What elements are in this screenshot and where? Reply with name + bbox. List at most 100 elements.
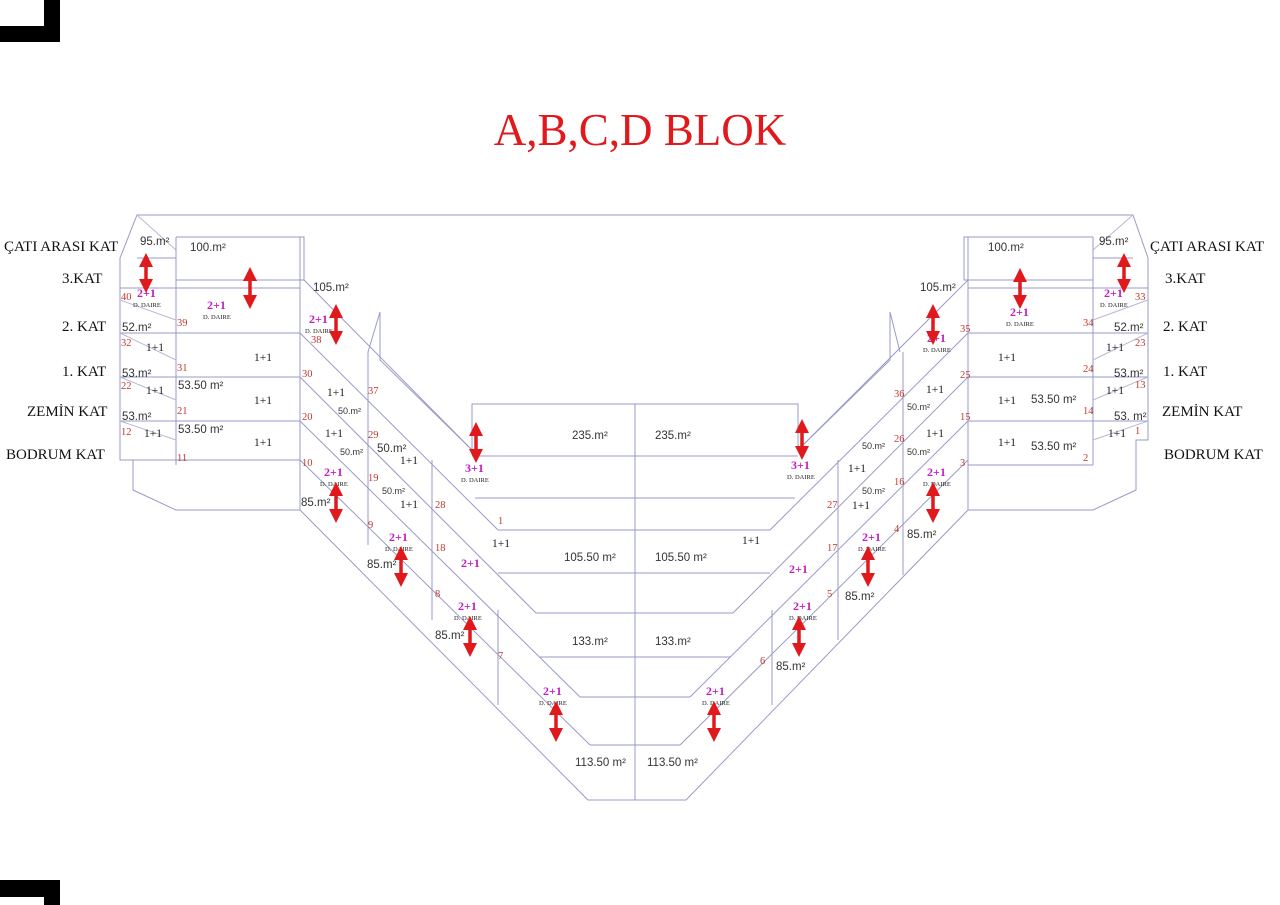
unit-type-duplex: 2+1: [461, 556, 480, 570]
unit-type-duplex: 3+1: [791, 458, 810, 472]
unit-number: 12: [121, 427, 132, 438]
unit-type-duplex: 2+1: [1010, 305, 1029, 319]
unit-number: 7: [498, 651, 503, 662]
duplex-tag: D. DAIRE: [1006, 321, 1034, 328]
unit-number: 33: [1135, 292, 1146, 303]
area-left-3-wing: 105.m²: [313, 282, 349, 294]
unit-11: 1+1: [325, 428, 343, 440]
unit-11: 1+1: [926, 428, 944, 440]
unit-type-duplex: 2+1: [927, 331, 946, 345]
page-title: A,B,C,D BLOK: [493, 105, 787, 155]
duplex-tag: D. DAIRE: [787, 474, 815, 481]
duplex-tag: D. DAIRE: [923, 481, 951, 488]
unit-11: 1+1: [998, 395, 1016, 407]
duplex-tag: D. DAIRE: [305, 328, 333, 335]
unit-number: 18: [435, 543, 446, 554]
area-left-1: 53.m²: [122, 368, 152, 380]
unit-11: 1+1: [1108, 428, 1126, 440]
unit-11: 1+1: [926, 384, 944, 396]
unit-number: 35: [960, 324, 971, 335]
unit-number: 16: [894, 477, 905, 488]
unit-number: 24: [1083, 364, 1094, 375]
unit-number: 23: [1135, 338, 1146, 349]
area-center-113-left: 113.50 m²: [575, 757, 626, 769]
area-left-1-mid: 53.50 m²: [178, 380, 224, 392]
area-center-235-right: 235.m²: [655, 430, 691, 442]
duplex-arrows: [139, 253, 1131, 742]
unit-number: 32: [121, 338, 132, 349]
area-right-2: 52.m²: [1114, 322, 1144, 334]
duplex-tag: D. DAIRE: [203, 314, 231, 321]
unit-11: 1+1: [998, 352, 1016, 364]
unit-number: 27: [827, 500, 838, 511]
unit-number: 19: [368, 473, 379, 484]
unit-type-duplex: 2+1: [389, 530, 408, 544]
unit-number: 5: [827, 589, 832, 600]
area-left-85-1: 85.m²: [301, 497, 331, 509]
unit-number: 11: [177, 453, 187, 464]
unit-number: 9: [368, 520, 373, 531]
unit-type-duplex: 3+1: [465, 461, 484, 475]
area-left-attic-2: 100.m²: [190, 242, 226, 254]
area-right-diag-3: 50.m²: [907, 447, 930, 457]
area-center-133-left: 133.m²: [572, 636, 608, 648]
floor-label-right-ground: ZEMİN KAT: [1162, 404, 1243, 420]
duplex-tag: D. DAIRE: [454, 615, 482, 622]
duplex-tag: D. DAIRE: [539, 700, 567, 707]
unit-type-duplex: 2+1: [137, 286, 156, 300]
unit-number: 29: [368, 430, 379, 441]
unit-number: 17: [827, 543, 838, 554]
unit-11: 1+1: [1106, 342, 1124, 354]
area-left-diag-4: 50.m²: [382, 486, 405, 496]
area-left-diag-3: 50.m²: [377, 443, 407, 455]
area-left-ground-mid: 53.50 m²: [178, 424, 224, 436]
unit-number: 8: [435, 589, 440, 600]
unit-number: 39: [177, 318, 188, 329]
unit-11: 1+1: [492, 538, 510, 550]
area-right-diag-4: 50.m²: [862, 486, 885, 496]
unit-number: 25: [960, 370, 971, 381]
unit-11: 1+1: [1106, 385, 1124, 397]
floor-label-right-attic: ÇATI ARASI KAT: [1150, 239, 1265, 255]
unit-type-duplex: 2+1: [927, 465, 946, 479]
floor-label-left-1: 1. KAT: [62, 364, 107, 380]
unit-number: 15: [960, 412, 971, 423]
area-center-105-left: 105.50 m²: [564, 552, 616, 564]
unit-type-duplex: 2+1: [862, 530, 881, 544]
unit-type-duplex: 2+1: [789, 562, 808, 576]
duplex-tag: D. DAIRE: [385, 546, 413, 553]
area-right-85-2: 85.m²: [845, 591, 875, 603]
floor-label-left-basement: BODRUM KAT: [6, 447, 105, 463]
unit-11: 1+1: [144, 428, 162, 440]
unit-type-duplex: 2+1: [207, 298, 226, 312]
unit-number: 21: [177, 406, 188, 417]
area-right-diag-2: 50.m²: [862, 441, 885, 451]
unit-11: 1+1: [742, 535, 760, 547]
unit-number: 28: [435, 500, 446, 511]
unit-type-duplex: 2+1: [793, 599, 812, 613]
unit-number: 1: [498, 516, 503, 527]
unit-11: 1+1: [400, 455, 418, 467]
duplex-tag: D. DAIRE: [789, 615, 817, 622]
floor-label-left-3: 3.KAT: [62, 271, 103, 287]
floor-label-right-basement: BODRUM KAT: [1164, 447, 1263, 463]
floor-label-right-1: 1. KAT: [1163, 364, 1208, 380]
unit-type-duplex: 2+1: [309, 312, 328, 326]
unit-type-duplex: 2+1: [324, 465, 343, 479]
area-right-ground-mid: 53.50 m²: [1031, 441, 1077, 453]
unit-number: 14: [1083, 406, 1094, 417]
unit-type-duplex: 2+1: [458, 599, 477, 613]
unit-number: 36: [894, 389, 905, 400]
unit-11: 1+1: [400, 499, 418, 511]
area-center-235-left: 235.m²: [572, 430, 608, 442]
unit-number: 30: [302, 369, 313, 380]
area-center-105-right: 105.50 m²: [655, 552, 707, 564]
duplex-tag: D. DAIRE: [923, 347, 951, 354]
unit-type-labels: 1+1 1+1 1+1 1+1 1+1 1+1 1+1 1+1 1+1 1+1 …: [144, 342, 1126, 550]
unit-number: 31: [177, 363, 188, 374]
area-left-85-2: 85.m²: [367, 559, 397, 571]
unit-11: 1+1: [254, 437, 272, 449]
duplex-tag: D. DAIRE: [702, 700, 730, 707]
area-left-diag-1: 50.m²: [338, 406, 361, 416]
unit-number: 3: [960, 458, 965, 469]
